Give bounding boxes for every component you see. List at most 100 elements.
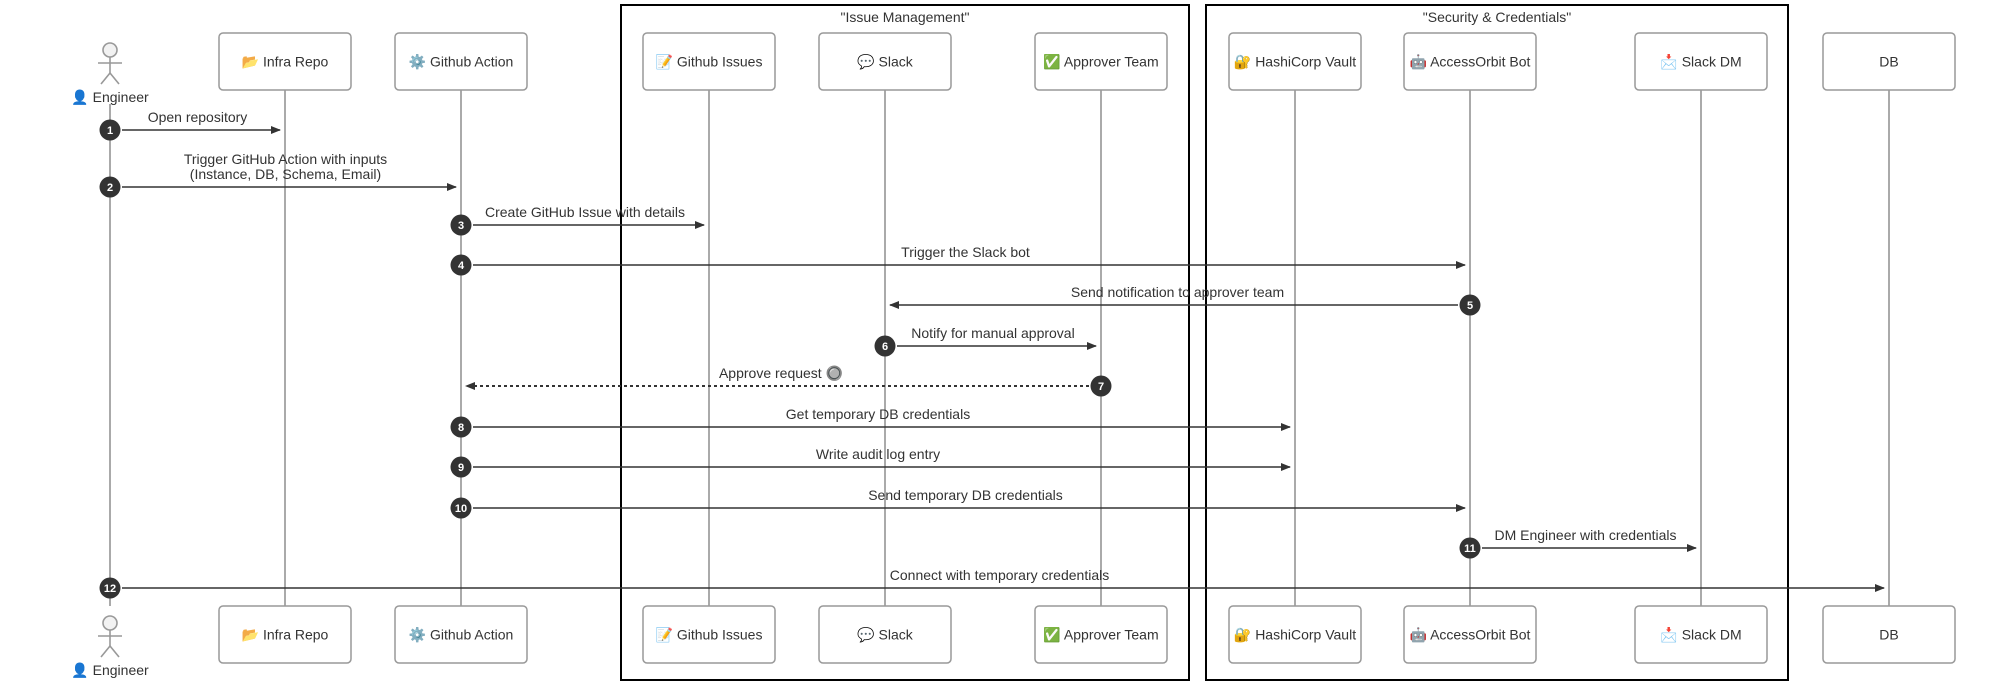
message-12: Connect with temporary credentials 12 — [99, 567, 1885, 599]
step-badge: 9 — [450, 456, 472, 478]
message-label: Connect with temporary credentials — [890, 567, 1109, 583]
participant-box — [394, 32, 528, 91]
participant-label: ✅ Approver Team — [1043, 627, 1158, 644]
participant-label: ✅ Approver Team — [1043, 54, 1158, 71]
step-badge: 4 — [450, 254, 472, 276]
group-label: "Security & Credentials" — [1423, 9, 1571, 25]
participant-box — [1822, 605, 1956, 664]
step-number: 10 — [455, 503, 467, 515]
message-2: Trigger GitHub Action with inputs(Instan… — [99, 151, 457, 198]
step-number: 4 — [458, 260, 465, 272]
participant-accessorbit-bot-top: 🤖 AccessOrbit Bot — [1403, 32, 1537, 91]
participant-label: 🔐 HashiCorp Vault — [1234, 54, 1356, 71]
participant-label: ⚙️ Github Action — [409, 54, 514, 71]
message-label: Open repository — [148, 109, 248, 125]
message-6: Notify for manual approval 6 — [874, 325, 1097, 357]
stick-figure-icon — [98, 42, 122, 85]
step-number: 2 — [107, 182, 113, 194]
participant-box — [818, 605, 952, 664]
group-frame — [620, 4, 1190, 681]
participant-slack-dm-bottom: 📩 Slack DM — [1634, 605, 1768, 664]
participant-box — [1034, 32, 1168, 91]
participant-github-issues-top: 📝 Github Issues — [642, 32, 776, 91]
step-number: 3 — [458, 220, 464, 232]
participant-box — [218, 32, 352, 91]
participant-slack-bottom: 💬 Slack — [818, 605, 952, 664]
message-label: Write audit log entry — [816, 446, 940, 462]
message-label: Send temporary DB credentials — [868, 487, 1063, 503]
participant-box — [1034, 605, 1168, 664]
participant-github-action-top: ⚙️ Github Action — [394, 32, 528, 91]
participant-vault-bottom: 🔐 HashiCorp Vault — [1228, 605, 1362, 664]
participant-vault-top: 🔐 HashiCorp Vault — [1228, 32, 1362, 91]
participant-box — [1403, 32, 1537, 91]
participant-github-action-bottom: ⚙️ Github Action — [394, 605, 528, 664]
step-number: 6 — [882, 341, 888, 353]
message-label: Notify for manual approval — [911, 325, 1074, 341]
message-5: Send notification to approver team 5 — [889, 284, 1481, 316]
step-number: 9 — [458, 462, 464, 474]
participant-box — [818, 32, 952, 91]
step-badge: 7 — [1090, 375, 1112, 397]
step-badge: 2 — [99, 176, 121, 198]
participant-box — [642, 605, 776, 664]
participant-github-issues-bottom: 📝 Github Issues — [642, 605, 776, 664]
message-label: Create GitHub Issue with details — [485, 204, 685, 220]
participant-box — [1822, 32, 1956, 91]
group-issue-mgmt: "Issue Management" — [620, 4, 1190, 681]
participant-accessorbit-bot-bottom: 🤖 AccessOrbit Bot — [1403, 605, 1537, 664]
participant-box — [1403, 605, 1537, 664]
step-badge: 11 — [1459, 537, 1481, 559]
step-badge: 6 — [874, 335, 896, 357]
step-badge: 3 — [450, 214, 472, 236]
participant-label: 📩 Slack DM — [1660, 627, 1741, 644]
participant-box — [394, 605, 528, 664]
participant-label: ⚙️ Github Action — [409, 627, 514, 644]
stick-figure-icon — [98, 615, 122, 658]
participant-label: 📩 Slack DM — [1660, 54, 1741, 71]
message-10: Send temporary DB credentials 10 — [450, 487, 1466, 519]
step-number: 8 — [458, 422, 464, 434]
participant-db-bottom: DB — [1822, 605, 1956, 664]
step-badge: 1 — [99, 119, 121, 141]
step-badge: 5 — [1459, 294, 1481, 316]
participant-label: DB — [1879, 54, 1898, 70]
participant-box — [1634, 605, 1768, 664]
message-1: Open repository 1 — [99, 109, 281, 141]
participant-label: 📂 Infra Repo — [242, 54, 329, 70]
participant-label: 📝 Github Issues — [656, 627, 763, 644]
message-label: Approve request 🔘 — [719, 365, 843, 382]
participant-box — [1228, 605, 1362, 664]
group-security: "Security & Credentials" — [1205, 4, 1789, 681]
message-label: Trigger GitHub Action with inputs — [184, 151, 387, 167]
message-label: Send notification to approver team — [1071, 284, 1284, 300]
participant-label: 👤 Engineer — [71, 662, 149, 679]
participant-slack-top: 💬 Slack — [818, 32, 952, 91]
message-8: Get temporary DB credentials 8 — [450, 406, 1291, 438]
participant-approver-team-bottom: ✅ Approver Team — [1034, 605, 1168, 664]
message-label: Trigger the Slack bot — [901, 244, 1030, 260]
participant-label: 🤖 AccessOrbit Bot — [1410, 627, 1531, 644]
participant-label: DB — [1879, 627, 1898, 643]
message-label: (Instance, DB, Schema, Email) — [190, 166, 381, 182]
participant-label: 💬 Slack — [857, 54, 914, 71]
message-3: Create GitHub Issue with details 3 — [450, 204, 705, 236]
participant-label: 🔐 HashiCorp Vault — [1234, 627, 1356, 644]
message-7: Approve request 🔘 7 — [465, 365, 1112, 397]
step-number: 1 — [107, 125, 113, 137]
participant-label: 📂 Infra Repo — [242, 627, 329, 643]
participant-label: 👤 Engineer — [71, 89, 149, 106]
step-number: 5 — [1467, 300, 1473, 312]
message-label: Get temporary DB credentials — [786, 406, 970, 422]
step-number: 12 — [104, 583, 116, 595]
participant-box — [218, 605, 352, 664]
participant-slack-dm-top: 📩 Slack DM — [1634, 32, 1768, 91]
step-number: 7 — [1098, 381, 1104, 393]
participant-label: 📝 Github Issues — [656, 54, 763, 71]
participant-engineer-top: 👤 Engineer — [71, 42, 149, 106]
participant-db-top: DB — [1822, 32, 1956, 91]
participant-infra-repo-top: 📂 Infra Repo — [218, 32, 352, 91]
participant-infra-repo-bottom: 📂 Infra Repo — [218, 605, 352, 664]
